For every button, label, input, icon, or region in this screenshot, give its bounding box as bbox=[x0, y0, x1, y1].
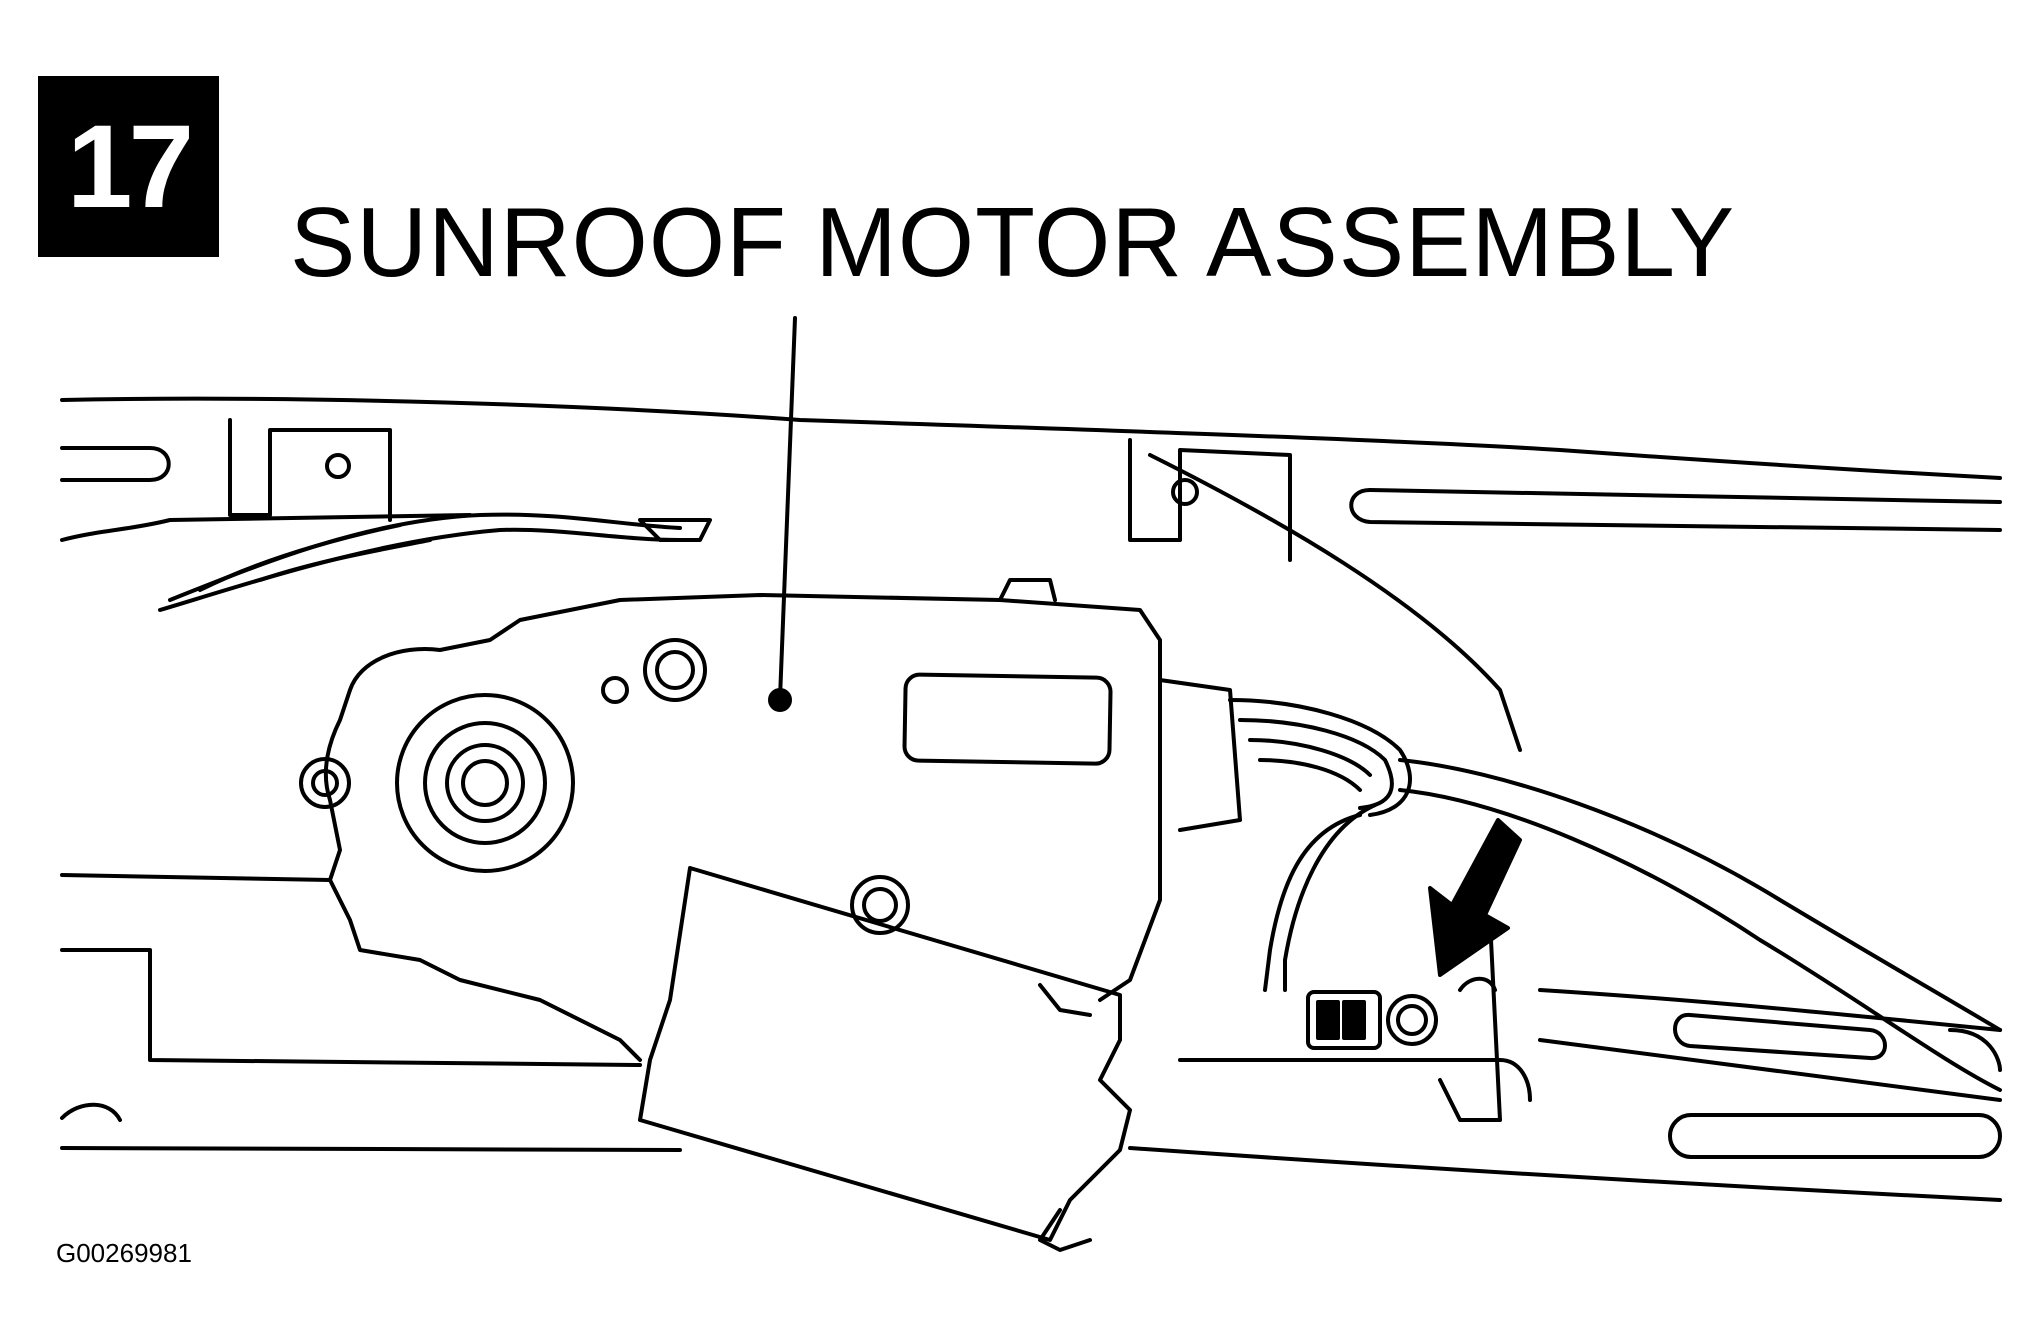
sunroof-motor-housing bbox=[299, 578, 1242, 1062]
mounting-bracket-left bbox=[228, 418, 392, 522]
step-number-badge: 17 bbox=[38, 76, 219, 257]
wire-harness-connector bbox=[1228, 698, 2002, 1092]
step-number: 17 bbox=[66, 100, 194, 233]
mounting-bracket-right bbox=[1128, 438, 1292, 562]
electrical-connector bbox=[1306, 990, 1438, 1050]
callout-label: SUNROOF MOTOR ASSEMBLY bbox=[290, 187, 1736, 297]
wire-harness-upper bbox=[158, 512, 712, 612]
body-mount-tab bbox=[60, 918, 1502, 1122]
frame-slots bbox=[60, 446, 2002, 1159]
leader-line bbox=[768, 316, 797, 712]
roof-frame bbox=[60, 396, 2002, 1202]
motor-gearbox-module bbox=[638, 866, 1132, 1252]
down-left-arrow-icon bbox=[1428, 818, 1522, 977]
figure-id: G00269981 bbox=[56, 1238, 192, 1268]
